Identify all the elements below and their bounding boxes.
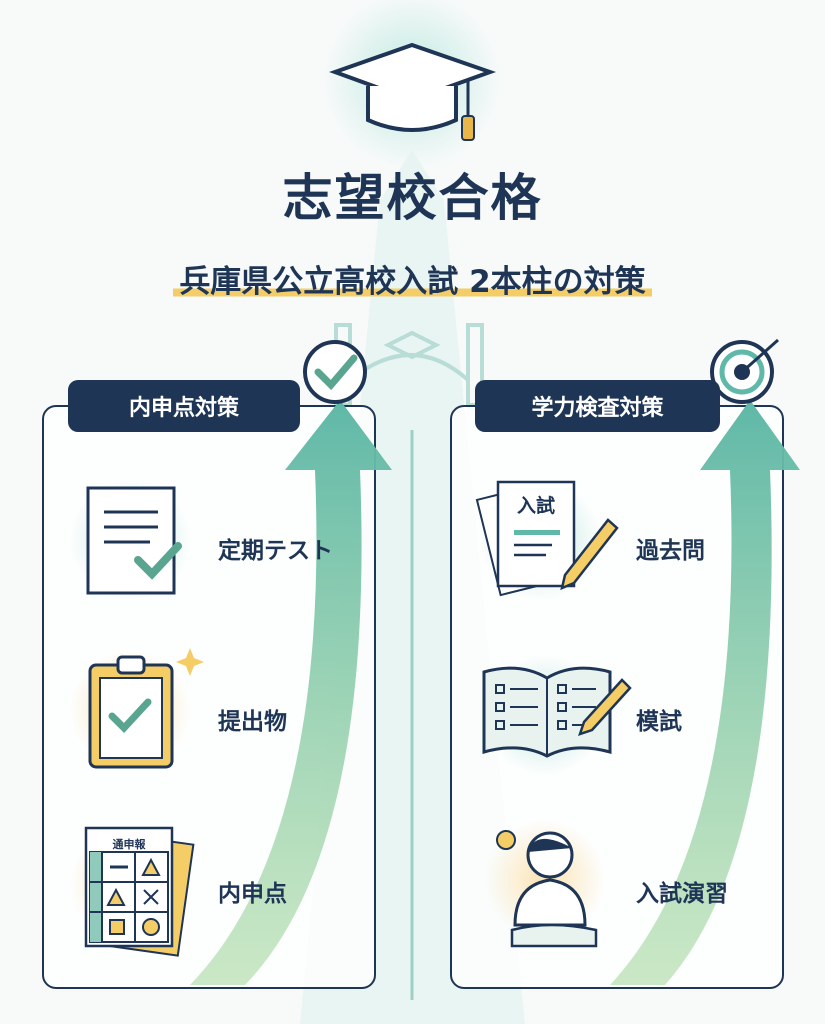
item-label-teishutsubutsu: 提出物 [218,709,287,735]
svg-text:入試: 入試 [517,494,555,517]
right-up-arrow [610,400,800,985]
item-label-naishinten: 内申点 [218,881,287,907]
page-title: 志望校合格 [282,169,543,227]
target-icon [710,338,779,404]
student-studying-icon [496,830,598,948]
subtitle: 兵庫県公立高校入試 2本柱の対策 [0,256,825,301]
test-paper-check-icon [86,486,182,595]
svg-text:通申報: 通申報 [113,837,147,851]
item-label-kakomon: 過去問 [636,538,705,564]
report-card-icon: 通申報 [84,826,195,957]
heading-gakuryoku: 学力検査対策 [475,380,720,432]
item-label-nyushi-enshu: 入試演習 [636,881,728,907]
left-up-arrow [190,400,392,985]
open-book-checklist-icon [482,666,632,758]
clipboard-check-icon [88,648,204,769]
past-exam-pencil-icon: 入試 [475,480,619,597]
check-badge-icon [303,340,367,404]
graduation-cap-icon [329,42,497,141]
item-label-moshi: 模試 [636,709,682,735]
heading-naishin: 内申点対策 [68,380,300,432]
item-label-teiki-test: 定期テスト [218,538,333,564]
